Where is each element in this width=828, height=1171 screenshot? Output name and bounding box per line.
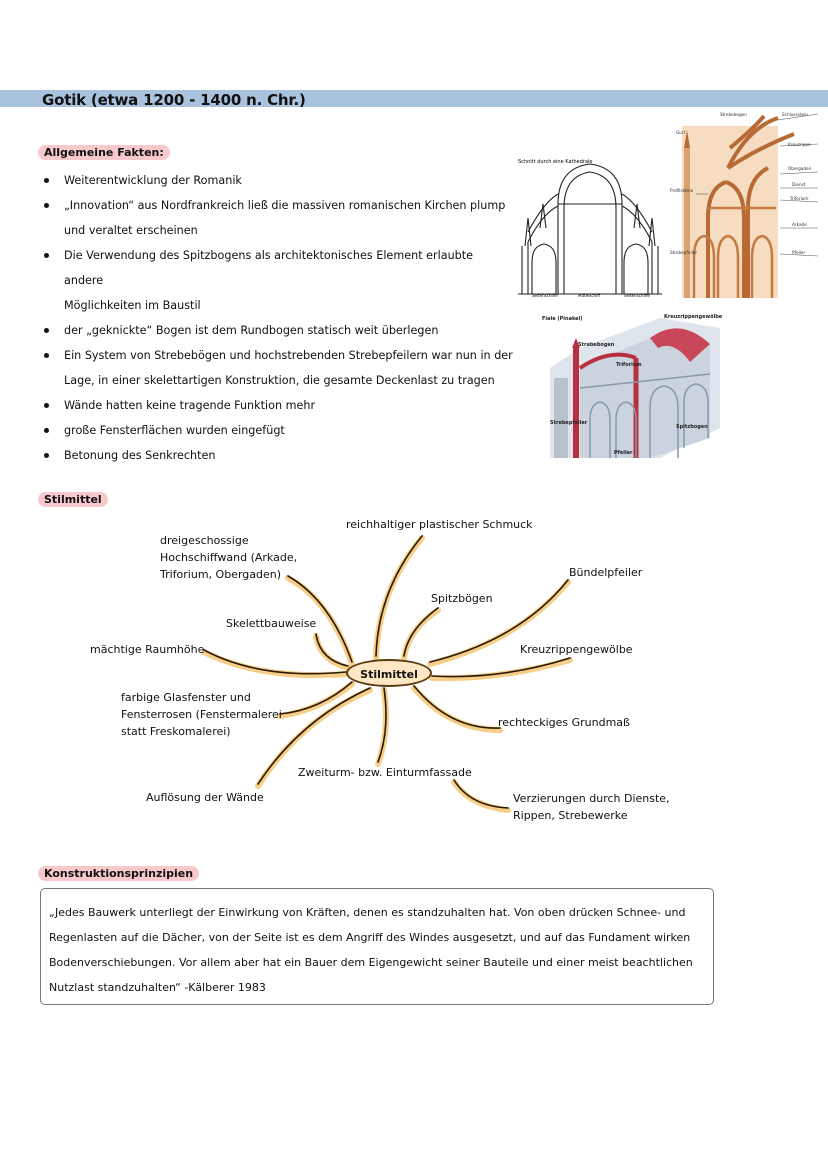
- bullet-icon: [44, 403, 49, 408]
- quote-line: Nutzlast standzuhalten“ -Kälberer 1983: [49, 981, 266, 994]
- mindmap-node-skelettbauweise: Skelettbauweise: [226, 617, 317, 630]
- svg-text:Seitenschiffe: Seitenschiffe: [532, 293, 558, 298]
- bullet-icon: [44, 328, 49, 333]
- construction-heading: Konstruktionsprinzipien: [38, 866, 200, 881]
- svg-text:Triforium: Triforium: [789, 196, 808, 201]
- mindmap-node-raumhoehe: mächtige Raumhöhe: [90, 643, 205, 656]
- svg-text:Pfeiler: Pfeiler: [792, 250, 805, 255]
- svg-text:Fiale (Pinakel): Fiale (Pinakel): [542, 316, 583, 322]
- svg-text:Pfeiler: Pfeiler: [614, 450, 633, 456]
- style-heading: Stilmittel: [38, 492, 108, 507]
- mindmap-node-spitzboegen: Spitzbögen: [431, 592, 493, 605]
- quote-box: „Jedes Bauwerk unterliegt der Einwirkung…: [40, 888, 714, 1005]
- cathedral-cross-section-image: Schnitt durch eine Kathedrale Seitenschi…: [514, 154, 666, 298]
- list-item: der „geknickte“ Bogen ist dem Rundbogen …: [44, 318, 514, 343]
- cathedral-3d-model-image: Fiale (Pinakel) Kreuzrippengewölbe Streb…: [540, 308, 730, 468]
- svg-text:Strebebogen: Strebebogen: [578, 342, 615, 348]
- title-bar: [0, 90, 828, 107]
- svg-text:Triforium: Triforium: [616, 362, 642, 368]
- mindmap-node-kreuzrippengewoelbe: Kreuzrippengewölbe: [520, 643, 633, 656]
- page-title: Gotik (etwa 1200 - 1400 n. Chr.): [42, 91, 306, 109]
- svg-text:Seitenschiffe: Seitenschiffe: [624, 293, 650, 298]
- mindmap-node-verzierungen: Verzierungen durch Dienste, Rippen, Stre…: [513, 792, 670, 822]
- svg-text:Strebepfeiler: Strebepfeiler: [670, 250, 697, 255]
- bullet-icon: [44, 203, 49, 208]
- mindmap-node-glasfenster: farbige Glasfenster und Fensterrosen (Fe…: [121, 691, 282, 738]
- list-item-continued: Möglichkeiten im Baustil: [64, 299, 201, 312]
- list-item: Ein System von Strebebögen und hochstreb…: [44, 343, 514, 368]
- svg-text:Obergaden: Obergaden: [788, 166, 812, 171]
- list-item: Wände hatten keine tragende Funktion meh…: [44, 393, 514, 418]
- list-item-continued: und veraltet erscheinen: [64, 224, 198, 237]
- svg-text:Schnitt durch eine Kathedrale: Schnitt durch eine Kathedrale: [518, 159, 592, 165]
- svg-text:Arkade: Arkade: [792, 222, 807, 227]
- list-item: Betonung des Senkrechten: [44, 443, 514, 468]
- quote-line: Regenlasten auf die Dächer, von der Seit…: [49, 931, 691, 944]
- svg-text:Kreuzrippengewölbe: Kreuzrippengewölbe: [664, 314, 723, 320]
- bullet-icon: [44, 453, 49, 458]
- mindmap-node-buendelpfeiler: Bündelpfeiler: [569, 566, 643, 579]
- svg-text:Strebepfeiler: Strebepfeiler: [550, 420, 588, 426]
- mindmap-node-schmuck: reichhaltiger plastischer Schmuck: [346, 518, 533, 531]
- mindmap-center-node: Stilmittel: [346, 659, 432, 687]
- bullet-icon: [44, 178, 49, 183]
- svg-text:Schlussstein: Schlussstein: [782, 112, 808, 117]
- bullet-icon: [44, 353, 49, 358]
- facts-heading: Allgemeine Fakten:: [38, 145, 170, 160]
- svg-text:Spitzbogen: Spitzbogen: [676, 424, 708, 430]
- mindmap-node-hochschiffwand: dreigeschossige Hochschiffwand (Arkade, …: [160, 534, 298, 581]
- list-item: „Innovation“ aus Nordfrankreich ließ die…: [44, 193, 514, 218]
- mindmap-node-fassade: Zweiturm- bzw. Einturmfassade: [298, 766, 472, 779]
- svg-text:Strebebogen: Strebebogen: [720, 112, 747, 117]
- list-item: große Fensterflächen wurden eingefügt: [44, 418, 514, 443]
- mindmap-node-aufloesung-waende: Auflösung der Wände: [146, 791, 264, 804]
- list-item-continued: Lage, in einer skelettartigen Konstrukti…: [64, 374, 495, 387]
- mindmap-node-grundmass: rechteckiges Grundmaß: [498, 716, 630, 729]
- list-item: Weiterentwicklung der Romanik: [44, 168, 514, 193]
- bullet-icon: [44, 253, 49, 258]
- svg-text:Mittelschiff: Mittelschiff: [578, 293, 600, 298]
- quote-line: „Jedes Bauwerk unterliegt der Einwirkung…: [49, 906, 686, 919]
- quote-line: Bodenverschiebungen. Vor allem aber hat …: [49, 956, 693, 969]
- svg-text:Profilsteine: Profilsteine: [670, 188, 694, 193]
- bullet-icon: [44, 428, 49, 433]
- svg-text:Kreuzrippe: Kreuzrippe: [788, 142, 811, 147]
- facts-list: Weiterentwicklung der Romanik „Innovatio…: [44, 168, 514, 468]
- gothic-interior-image: Gurt Strebebogen Schlussstein Kreuzrippe…: [668, 108, 828, 300]
- svg-text:Dienst: Dienst: [792, 182, 806, 187]
- list-item: Die Verwendung des Spitzbogens als archi…: [44, 243, 514, 293]
- svg-text:Gurt: Gurt: [676, 130, 686, 135]
